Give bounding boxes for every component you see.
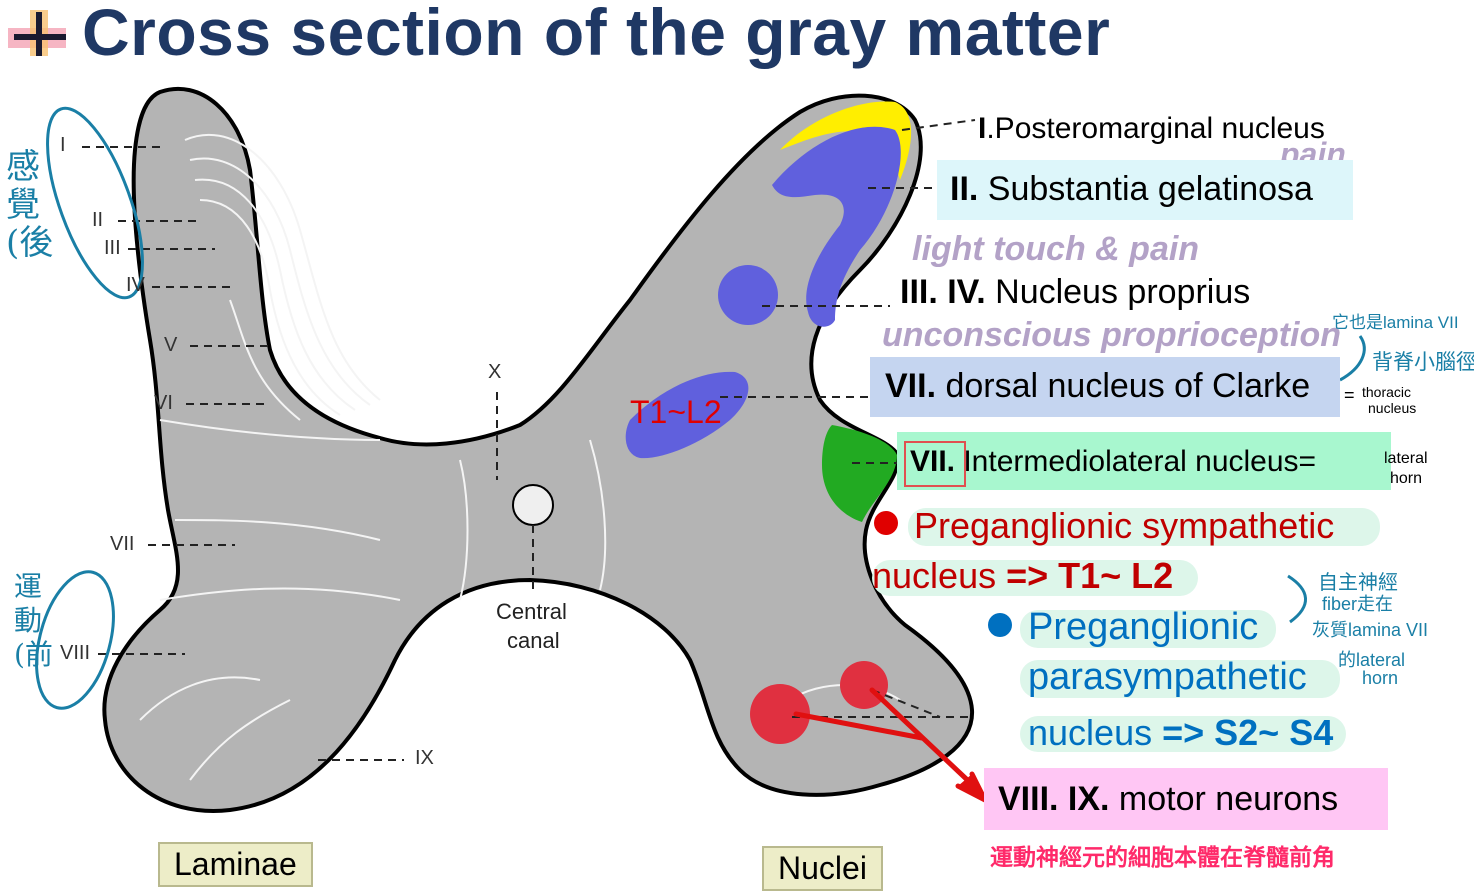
parasym-line3: nucleus => S2~ S4 [1028,712,1333,754]
lamina-V-label: V [164,334,178,356]
gelatinosa-num: II. [950,170,979,208]
clarke-region [625,371,749,459]
lamina-III-label: III [104,237,121,259]
parasym-line2: parasympathetic [1028,656,1307,698]
gelatinosa-text: Substantia gelatinosa [978,170,1313,208]
lamina-IV-label: IV [126,274,145,296]
central-canal-label-1: Central [496,599,567,624]
clarke-note-eq: = [1344,385,1355,405]
title-bullet-icon [8,10,66,56]
sensory-oval [46,106,144,300]
intermedio-eq: = [1298,445,1317,478]
sympathetic-line1: Preganglionic sympathetic [914,505,1335,546]
posteromarginal-num: I [978,112,987,145]
lamina-VIII-label: VIII [60,642,91,664]
motor-note: 運動神經元的細胞本體在脊髓前角 [990,844,1335,870]
motor-note: 運動(前 [14,570,53,671]
sympathetic-line2-text: nucleus [872,555,1007,596]
clarke-note-top: 它也是lamina VII [1332,313,1459,332]
motor-box [984,768,1388,830]
clarke-text: dorsal nucleus of Clarke [936,367,1311,405]
parasym-line1: Preganglionic [1028,606,1259,648]
intermedio-label: VII. Intermediolateral nucleus= [910,445,1316,479]
laminae-tag: Laminae [158,842,313,887]
clarke-note-nucleus: nucleus [1368,400,1417,416]
sensory-note: 感覺(後 [6,147,54,263]
slide-title: Cross section of the gray matter [82,0,1111,69]
parasym-line3-range: => S2~ S4 [1162,712,1334,753]
intermediolateral-region [822,425,897,522]
motor-nucleus-large [750,684,810,744]
intermedio-text: Intermediolateral nucleus [955,445,1299,478]
intermedio-num: VII. [910,445,956,478]
posteromarginal-region [780,101,912,180]
lamina-II-label: II [92,209,104,231]
clarke-box [870,357,1340,417]
motor-nucleus-small [840,661,888,709]
parasym-highlight-1 [1020,610,1276,648]
central-canal-label-2: canal [507,628,560,653]
lateral-horn-note-2: horn [1390,470,1423,487]
motor-label: VIII. IX. motor neurons [998,780,1338,819]
autonomic-note-2: fiber走在 [1322,594,1394,614]
substantia-gelatinosa-region [772,126,901,327]
lamina-IX-label: IX [415,747,434,769]
nuclei-tag: Nuclei [762,846,883,891]
sympathetic-line2-range: => T1~ L2 [1006,555,1174,596]
intermedio-box [897,432,1391,490]
lamina-I-label: I [60,134,66,156]
sympathetic-highlight-1 [908,508,1380,546]
lamina-X-label: X [488,361,502,383]
lamina-VI-label: VI [154,392,173,414]
nucleus-proprius-region [718,265,778,325]
motor-num: VIII. IX. [998,780,1110,818]
gelatinosa-box [937,160,1353,220]
parasym-highlight-3 [1020,716,1346,752]
sympathetic-line2: nucleus => T1~ L2 [872,555,1173,597]
intermedio-num-outline [904,441,966,487]
unconscious-note: unconscious proprioception [882,316,1342,354]
clarke-note-mid: 背脊小腦徑 [1372,351,1474,374]
central-canal-icon [512,484,554,526]
posteromarginal-label: I.Posteromarginal nucleus [978,112,1325,146]
light-touch-note: light touch & pain [912,230,1200,268]
autonomic-note-5: horn [1362,668,1399,688]
lamina-VII-label: VII [110,533,135,555]
t1-l2-label: T1~L2 [630,394,722,430]
parasym-line3-text: nucleus [1028,712,1163,753]
autonomic-note-3: 灰質lamina VII [1312,620,1429,640]
parasym-highlight-2 [1020,660,1340,698]
blue-bullet-icon [988,613,1012,637]
clarke-num: VII. [885,367,937,405]
proprius-text: Nucleus proprius [985,273,1251,311]
motor-oval [35,570,115,710]
posteromarginal-text: .Posteromarginal nucleus [986,112,1325,145]
autonomic-note-4: 的lateral [1338,650,1406,670]
proprius-label: III. IV. Nucleus proprius [900,273,1250,312]
motor-text: motor neurons [1109,780,1339,818]
lateral-horn-note-1: lateral [1384,450,1428,467]
proprius-num: III. IV. [900,273,986,311]
autonomic-note-1: 自主神經 [1318,572,1398,594]
sympathetic-highlight-2 [872,560,1198,596]
clarke-note-thoracic: thoracic [1362,384,1412,400]
gelatinosa-label: II. Substantia gelatinosa [950,170,1313,209]
red-bullet-icon [874,511,898,535]
clarke-label: VII. dorsal nucleus of Clarke [885,367,1310,406]
